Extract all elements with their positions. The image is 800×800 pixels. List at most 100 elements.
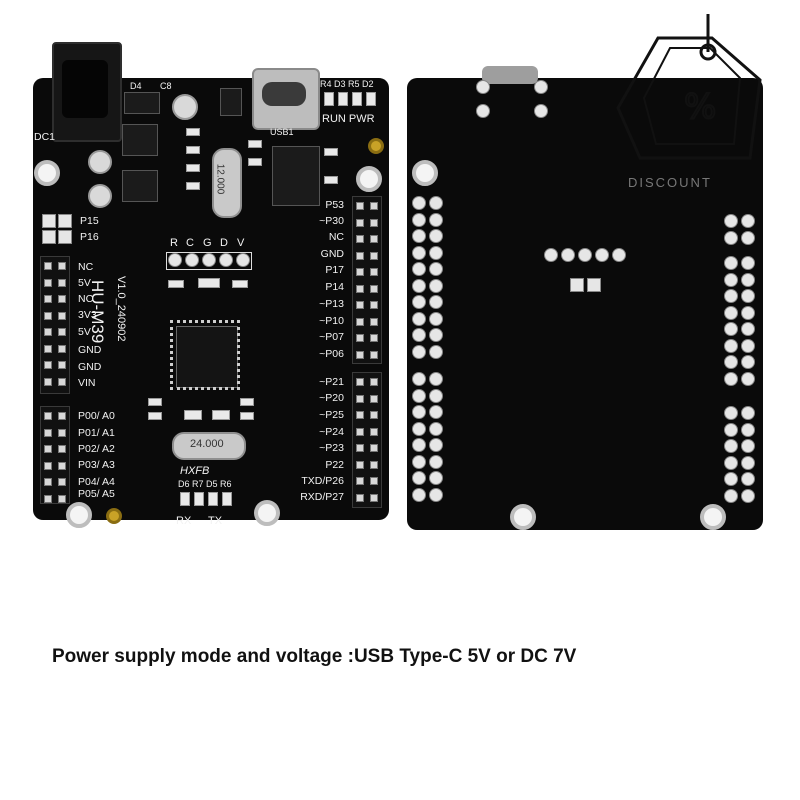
header-pin (724, 289, 738, 303)
mount-hole (34, 160, 60, 186)
header-pin (58, 461, 66, 470)
header-pin (412, 196, 426, 210)
header-pin (428, 245, 443, 260)
back-header-right-mid (724, 256, 758, 392)
power-pin-3v3: 3V3 (78, 309, 97, 321)
analog-pin-a4: P04/ A4 (78, 476, 115, 488)
header-pin (356, 460, 364, 469)
header-pin (370, 284, 378, 293)
header-pin (724, 272, 738, 287)
header-pin (428, 421, 443, 436)
analog-pin-a2: P02/ A2 (78, 443, 115, 455)
header-pin (370, 218, 378, 227)
header-pin (356, 301, 364, 309)
capacitor (186, 146, 200, 154)
led-label-d: D (220, 237, 228, 249)
header-pin (412, 278, 426, 293)
header-pin (428, 487, 443, 502)
power-header (40, 256, 70, 394)
led-label-g: G (203, 237, 212, 249)
digital-pin-p23: ~P23 (319, 442, 344, 454)
regulator-u4 (122, 170, 158, 202)
programming-header-p1 (166, 252, 252, 270)
resistor-r1 (240, 398, 254, 406)
digital-pin-p22: P22 (325, 459, 344, 471)
header-pin (740, 322, 755, 336)
header-pin (412, 344, 426, 359)
gold-pad (106, 508, 122, 524)
header-pin (561, 248, 575, 262)
pad-p2 (198, 278, 220, 288)
header-pin (58, 311, 66, 320)
header-pin (370, 202, 378, 210)
crystal-x1-label: 12.000 (214, 163, 226, 195)
resistor-r3 (232, 280, 248, 288)
capacitor-c12 (88, 150, 112, 174)
header-pin (370, 460, 378, 469)
header-pin (412, 405, 426, 419)
header-pin (44, 262, 52, 270)
digital-pin-nc: NC (328, 231, 344, 243)
header-pin (44, 478, 52, 486)
header-pin (356, 411, 364, 419)
header-pin (428, 229, 443, 243)
header-pin (370, 477, 378, 485)
led-label-c: C (186, 237, 194, 249)
header-pin (58, 328, 66, 336)
back-usb-pad (534, 104, 548, 118)
c8-label: C8 (160, 81, 172, 91)
header-pin (428, 295, 443, 309)
header-pin (356, 378, 364, 386)
power-pin-5v-1: 5V (78, 277, 91, 289)
back-header-right-top (724, 214, 758, 248)
resistor-r6 (222, 492, 232, 506)
led-rx (180, 492, 190, 506)
header-pin (412, 328, 426, 342)
header-pin (740, 439, 755, 453)
back-usb-pad (476, 80, 490, 94)
digital-pin-gnd: GND (320, 248, 344, 260)
mount-hole (356, 166, 382, 192)
header-pin (412, 487, 426, 502)
mcu-u2 (176, 326, 238, 388)
digital-pin-p21: ~P21 (319, 376, 344, 388)
header-pin (58, 478, 66, 486)
header-pin (428, 311, 443, 326)
diode-d4 (124, 92, 160, 114)
resistor-r2 (168, 280, 184, 288)
header-pin (58, 295, 66, 303)
digital-pin-p25: ~P25 (319, 409, 344, 421)
back-mount-hole (700, 504, 726, 530)
header-pin (44, 278, 52, 287)
regulator-u3 (122, 124, 158, 156)
tag-ring (699, 43, 717, 61)
back-usb-pad (534, 80, 548, 94)
capacitor-c11 (324, 176, 338, 184)
header-pin (428, 212, 443, 227)
usb-label: USB1 (270, 127, 294, 137)
header-pin (428, 262, 443, 276)
header-pin (370, 394, 378, 403)
header-pin (370, 378, 378, 386)
pin-label-p16: P16 (80, 231, 99, 243)
header-pin (356, 317, 364, 326)
header-pin (740, 472, 755, 486)
header-pin (740, 272, 755, 287)
digital-pin-p17: P17 (325, 264, 344, 276)
header-pin (428, 278, 443, 293)
header-pin (740, 338, 755, 353)
tx-label: TX (208, 515, 223, 527)
capacitor-c13 (88, 184, 112, 208)
maker-mark: HXFB (180, 465, 210, 477)
header-pin (724, 371, 738, 386)
dc-label: DC1 (34, 131, 56, 143)
digital-pin-p24: ~P24 (319, 426, 344, 438)
power-pin-vin: VIN (78, 377, 96, 389)
header-pin (724, 439, 738, 453)
caption: Power supply mode and voltage :USB Type-… (52, 646, 577, 667)
header-pin (428, 454, 443, 469)
header-pin (58, 377, 66, 386)
capacitor-c3 (248, 140, 262, 148)
header-pin (58, 262, 66, 270)
run-pwr-label: RUN PWR (322, 113, 375, 125)
